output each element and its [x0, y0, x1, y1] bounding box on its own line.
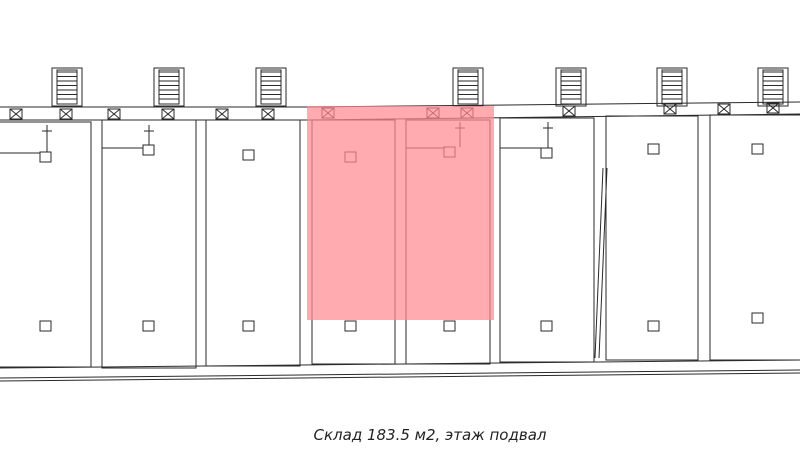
valve-icon [216, 109, 228, 119]
floor-plan [0, 0, 800, 400]
stair-icon [154, 68, 184, 106]
storage-unit [710, 115, 800, 360]
stairs-layer [52, 68, 788, 106]
column-icon [143, 145, 154, 155]
column-icon [648, 144, 659, 154]
valve-icon [162, 109, 174, 119]
valve-icon [108, 109, 120, 119]
stair-icon [453, 68, 483, 106]
stair-icon [657, 68, 687, 106]
partition-wall [595, 168, 603, 358]
storage-unit [102, 120, 196, 368]
valve-icon [563, 106, 575, 116]
stair-icon [758, 68, 788, 106]
column-icon [444, 321, 455, 331]
plan-caption: Склад 183.5 м2, этаж подвал [313, 426, 547, 444]
valve-icon [60, 109, 72, 119]
storage-unit [500, 118, 594, 362]
column-icon [752, 313, 763, 323]
column-icon [541, 148, 552, 158]
storage-unit [606, 116, 698, 360]
column-icon [345, 321, 356, 331]
column-icon [40, 152, 51, 162]
column-icon [541, 321, 552, 331]
column-icon [143, 321, 154, 331]
stair-icon [256, 68, 286, 106]
column-icon [243, 321, 254, 331]
column-icon [40, 321, 51, 331]
column-icon [648, 321, 659, 331]
outer-wall-bottom [0, 370, 800, 378]
stair-icon [52, 68, 82, 106]
outer-wall-bottom [0, 373, 800, 381]
column-icon [752, 144, 763, 154]
storage-unit [206, 120, 300, 366]
stair-icon [556, 68, 586, 106]
valve-icon [10, 109, 22, 119]
valve-icon [262, 109, 274, 119]
valve-icon [767, 103, 779, 113]
column-icon [243, 150, 254, 160]
outer-wall-bottom [0, 360, 800, 368]
partition-wall [599, 168, 607, 358]
storage-unit [0, 122, 91, 367]
valve-icon [718, 104, 730, 114]
selected-warehouse-highlight[interactable] [307, 106, 494, 320]
